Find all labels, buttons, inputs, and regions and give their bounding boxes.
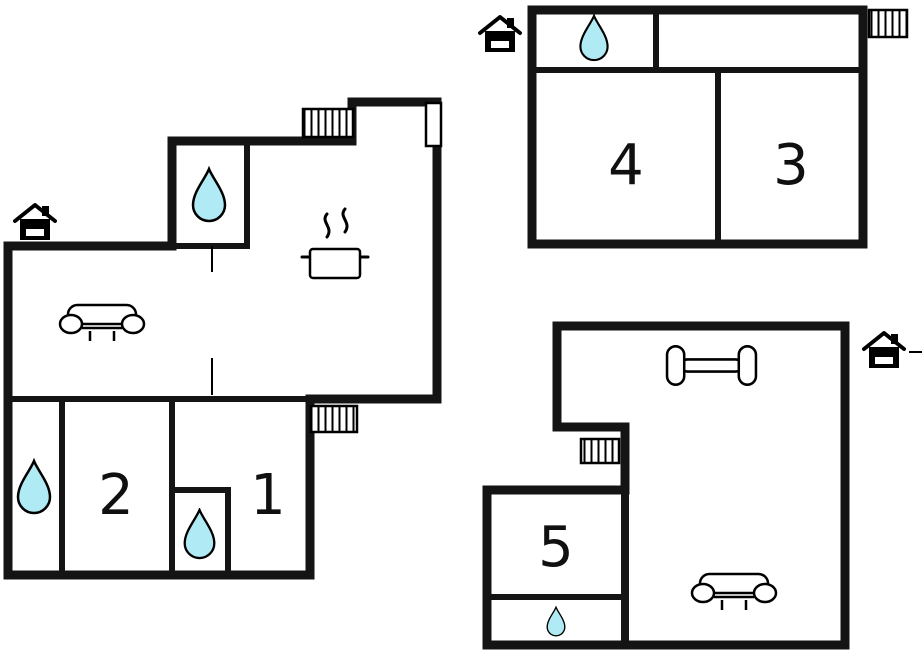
annex-floor: 5 xyxy=(482,321,922,650)
water-drop-icon xyxy=(16,459,52,515)
sofa-icon xyxy=(58,303,146,343)
steam-line xyxy=(341,207,349,234)
exterior-wall xyxy=(527,5,868,249)
water-drop-icon xyxy=(579,14,609,62)
water-drop-icon xyxy=(191,167,227,223)
room-4-label: 4 xyxy=(608,133,644,198)
stove-icon xyxy=(300,207,370,280)
water-drop-icon xyxy=(546,606,566,637)
radiator-icon xyxy=(309,404,359,434)
entrance-icon xyxy=(13,203,57,242)
room-3-label: 3 xyxy=(773,133,809,198)
ground-floor: 1 2 xyxy=(3,97,443,580)
room-1-label: 1 xyxy=(250,463,286,528)
dumbbell-icon xyxy=(665,345,758,386)
window-icon xyxy=(424,101,443,148)
water-drop-icon xyxy=(183,508,216,560)
pot-body xyxy=(308,247,362,280)
sofa-icon xyxy=(690,572,778,612)
radiator-icon xyxy=(867,8,909,39)
radiator-icon xyxy=(579,437,621,465)
entrance-icon xyxy=(862,331,906,370)
radiator-icon xyxy=(301,107,355,139)
room-5-label: 5 xyxy=(538,515,574,580)
exterior-wall xyxy=(482,321,850,650)
upper-floor: 4 3 xyxy=(478,5,909,249)
ensuite-wall xyxy=(172,487,231,575)
exterior-wall xyxy=(3,97,442,580)
bathroom-wall xyxy=(172,141,250,249)
room-2-label: 2 xyxy=(98,463,134,528)
entrance-icon xyxy=(478,15,522,54)
steam-line xyxy=(323,212,331,239)
